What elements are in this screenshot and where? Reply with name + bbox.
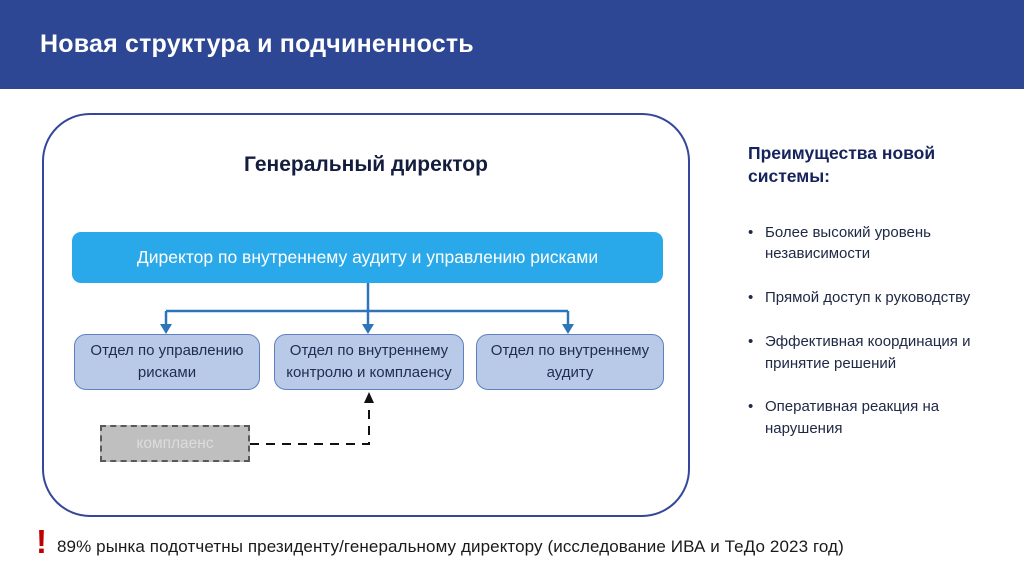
list-item: • Более высокий уровень независимости bbox=[748, 222, 998, 266]
arrowhead-up-icon bbox=[364, 392, 374, 403]
compliance-detached-box: комплаенс bbox=[100, 425, 250, 462]
slide-title: Новая структура и подчиненность bbox=[40, 30, 474, 58]
slide-header-bar: Новая структура и подчиненность bbox=[0, 0, 1024, 89]
bullet-icon: • bbox=[748, 398, 754, 416]
benefits-panel: Преимущества новой системы: • Более высо… bbox=[748, 142, 998, 440]
org-chart-container: Генеральный директор Директор по внутрен… bbox=[42, 113, 690, 517]
benefit-text: Прямой доступ к руководству bbox=[765, 289, 971, 306]
department-box-internal-audit: Отдел по внутреннему аудиту bbox=[476, 334, 664, 390]
list-item: • Прямой доступ к руководству bbox=[748, 287, 998, 309]
dashed-connector bbox=[250, 402, 370, 445]
department-box-risk-management: Отдел по управлению рисками bbox=[74, 334, 260, 390]
bullet-icon: • bbox=[748, 289, 754, 306]
arrowhead-down-icon bbox=[562, 324, 574, 334]
benefits-heading: Преимущества новой системы: bbox=[748, 143, 936, 186]
benefits-list: • Более высокий уровень независимости • … bbox=[748, 222, 998, 440]
arrowhead-down-icon bbox=[160, 324, 172, 334]
benefit-text: Эффективная координация и принятие решен… bbox=[765, 332, 971, 372]
bullet-icon: • bbox=[748, 332, 754, 350]
arrowhead-down-icon bbox=[362, 324, 374, 334]
exclamation-icon: ! bbox=[36, 523, 47, 560]
director-box: Директор по внутреннему аудиту и управле… bbox=[72, 232, 663, 283]
org-chart-connectors bbox=[160, 283, 574, 445]
org-chart-root-title: Генеральный директор bbox=[244, 153, 488, 176]
footer-note: ! 89% рынка подотчетны президенту/генера… bbox=[36, 523, 844, 560]
bullet-icon: • bbox=[748, 223, 754, 241]
department-box-internal-control-compliance: Отдел по внутреннему контролю и комплаен… bbox=[274, 334, 464, 390]
list-item: • Эффективная координация и принятие реш… bbox=[748, 331, 998, 375]
list-item: • Оперативная реакция на нарушения bbox=[748, 396, 998, 440]
benefit-text: Оперативная реакция на нарушения bbox=[765, 398, 940, 437]
benefit-text: Более высокий уровень независимости bbox=[765, 223, 931, 263]
footer-text: 89% рынка подотчетны президенту/генераль… bbox=[57, 537, 844, 556]
